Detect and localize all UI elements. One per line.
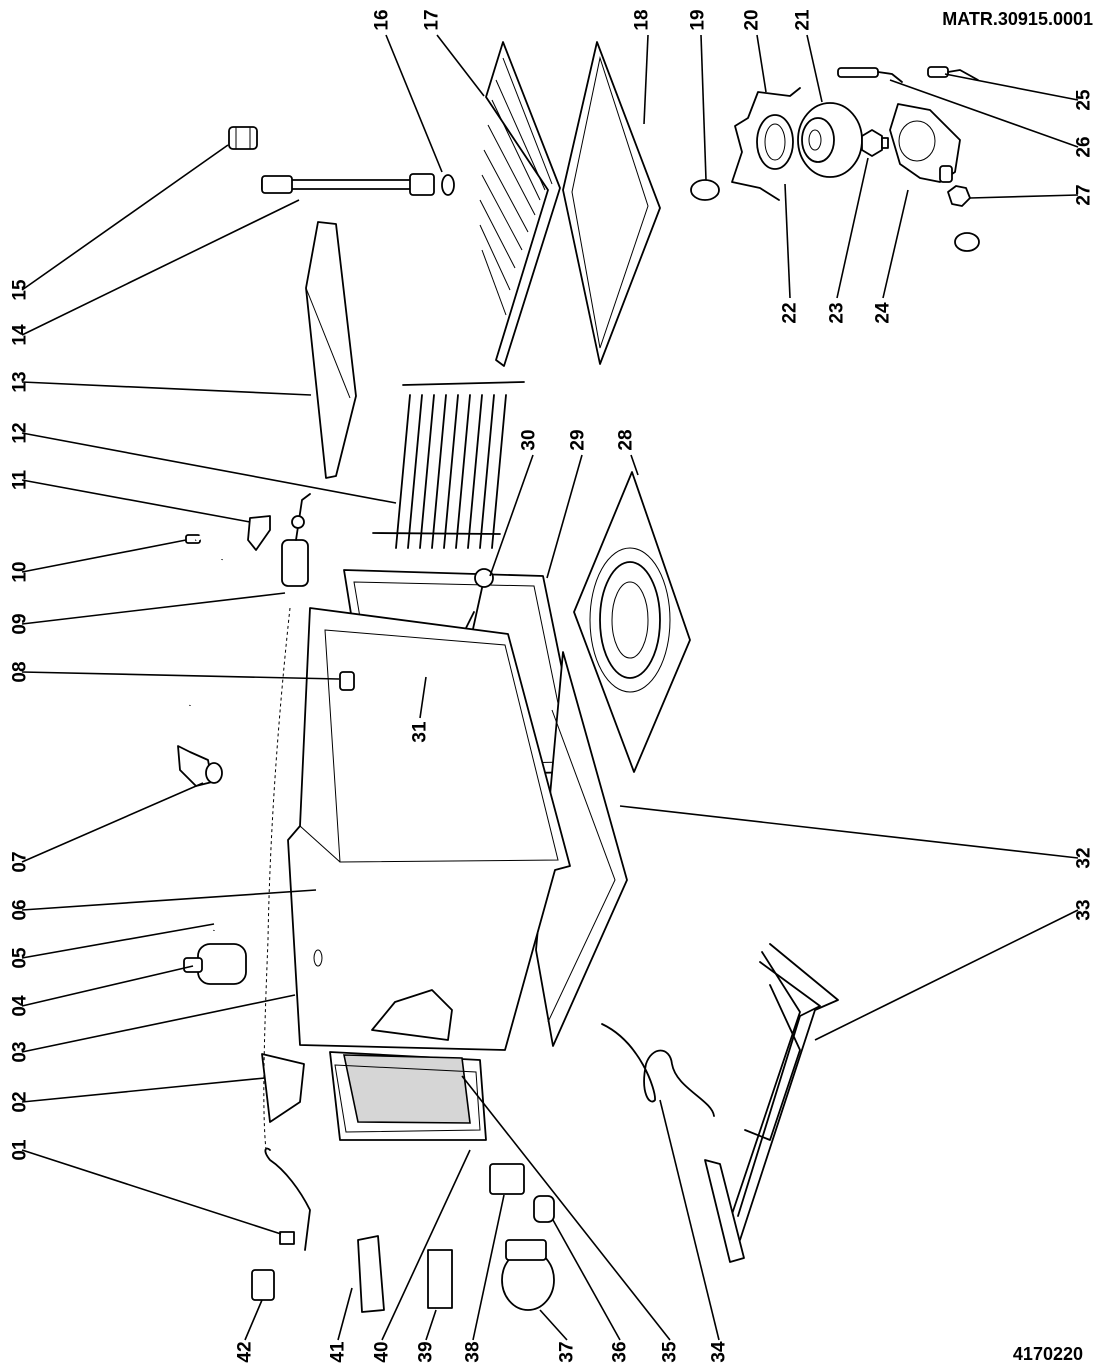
callout-labels: 01 02 03 04 05 06 07 08 09 10 11 12 13 1… bbox=[10, 9, 1095, 1363]
part-long-gas-tube-inner bbox=[194, 533, 259, 931]
callout-07: 07 bbox=[10, 851, 31, 872]
callout-31: 31 bbox=[410, 721, 431, 743]
part-heating-element bbox=[704, 943, 839, 1263]
callout-28: 28 bbox=[616, 429, 637, 450]
part-elbow-fitting bbox=[177, 745, 223, 787]
callout-05: 05 bbox=[10, 947, 31, 969]
callout-19: 19 bbox=[688, 9, 709, 30]
part-spark-generator bbox=[183, 943, 247, 985]
part-heating-cable bbox=[601, 1023, 715, 1117]
part-short-tube-inner bbox=[188, 559, 224, 706]
callout-26: 26 bbox=[1074, 136, 1095, 157]
callout-40: 40 bbox=[372, 1341, 393, 1362]
callout-20: 20 bbox=[742, 9, 763, 30]
part-flexible-pipe bbox=[677, 179, 993, 378]
callout-12: 12 bbox=[10, 422, 31, 443]
callout-34: 34 bbox=[709, 1341, 730, 1363]
leader-lines bbox=[21, 34, 1079, 1341]
callout-41: 41 bbox=[328, 1341, 349, 1363]
part-cavity-fitting bbox=[339, 671, 355, 691]
part-spring-clip bbox=[731, 87, 801, 201]
part-knob bbox=[533, 1195, 555, 1223]
part-terminal-block bbox=[357, 1235, 385, 1313]
callout-10: 10 bbox=[10, 561, 31, 582]
part-burner-body bbox=[797, 102, 863, 178]
callout-35: 35 bbox=[660, 1341, 681, 1363]
callout-25: 25 bbox=[1074, 89, 1095, 111]
callout-33: 33 bbox=[1074, 899, 1095, 920]
callout-15: 15 bbox=[10, 279, 31, 301]
part-top-plate bbox=[305, 221, 357, 479]
callout-08: 08 bbox=[10, 661, 31, 682]
part-thermocouple bbox=[927, 66, 979, 81]
part-ignition-wire bbox=[264, 1147, 311, 1251]
callout-01: 01 bbox=[10, 1139, 31, 1161]
part-deflector bbox=[261, 1053, 305, 1123]
part-door-gasket bbox=[334, 1064, 481, 1133]
part-nut bbox=[947, 185, 971, 207]
callout-23: 23 bbox=[827, 302, 848, 323]
part-burner-cup bbox=[889, 103, 961, 183]
callout-09: 09 bbox=[10, 613, 31, 634]
part-gas-pipe bbox=[261, 173, 435, 196]
part-thermostat bbox=[501, 1239, 555, 1311]
part-burner-base bbox=[573, 471, 691, 773]
callout-38: 38 bbox=[463, 1341, 484, 1362]
diagram-code-top: MATR.30915.0001 bbox=[942, 9, 1093, 29]
callout-39: 39 bbox=[416, 1341, 437, 1362]
part-burner-cap bbox=[756, 114, 794, 170]
part-switch bbox=[251, 1269, 275, 1301]
part-wire-route bbox=[263, 607, 291, 1151]
callout-02: 02 bbox=[10, 1091, 31, 1112]
callout-21: 21 bbox=[793, 9, 814, 31]
part-drip-tray bbox=[562, 41, 661, 365]
callout-22: 22 bbox=[780, 302, 801, 323]
callout-27: 27 bbox=[1074, 184, 1095, 205]
part-clip bbox=[489, 1163, 525, 1195]
callout-14: 14 bbox=[10, 324, 31, 346]
part-connector-strip bbox=[427, 1249, 453, 1309]
callout-24: 24 bbox=[873, 302, 894, 324]
callout-16: 16 bbox=[372, 9, 393, 30]
part-plug-cap bbox=[228, 126, 258, 150]
callout-18: 18 bbox=[632, 9, 653, 30]
part-side-rails bbox=[372, 381, 525, 549]
callout-03: 03 bbox=[10, 1041, 31, 1062]
part-spark-electrode bbox=[837, 67, 903, 83]
part-element-mount bbox=[704, 1159, 745, 1263]
part-door-glass bbox=[329, 1051, 487, 1141]
part-washer bbox=[441, 174, 455, 196]
part-gas-valve bbox=[281, 493, 311, 587]
callout-36: 36 bbox=[610, 1341, 631, 1362]
part-bracket bbox=[247, 515, 271, 551]
callout-06: 06 bbox=[10, 899, 31, 920]
part-injector bbox=[861, 129, 889, 157]
part-grill-rack bbox=[479, 41, 561, 367]
callout-37: 37 bbox=[557, 1341, 578, 1362]
callout-29: 29 bbox=[568, 429, 589, 450]
diagram-code-bottom: 4170220 bbox=[1013, 1344, 1083, 1364]
part-oven-cavity bbox=[287, 607, 571, 1051]
part-wire-terminal bbox=[279, 1231, 295, 1245]
callout-11: 11 bbox=[10, 470, 31, 491]
callout-42: 42 bbox=[235, 1341, 256, 1362]
callout-32: 32 bbox=[1074, 847, 1095, 868]
callout-04: 04 bbox=[10, 995, 31, 1017]
callout-17: 17 bbox=[422, 9, 443, 30]
callout-30: 30 bbox=[519, 429, 540, 450]
callout-13: 13 bbox=[10, 371, 31, 392]
